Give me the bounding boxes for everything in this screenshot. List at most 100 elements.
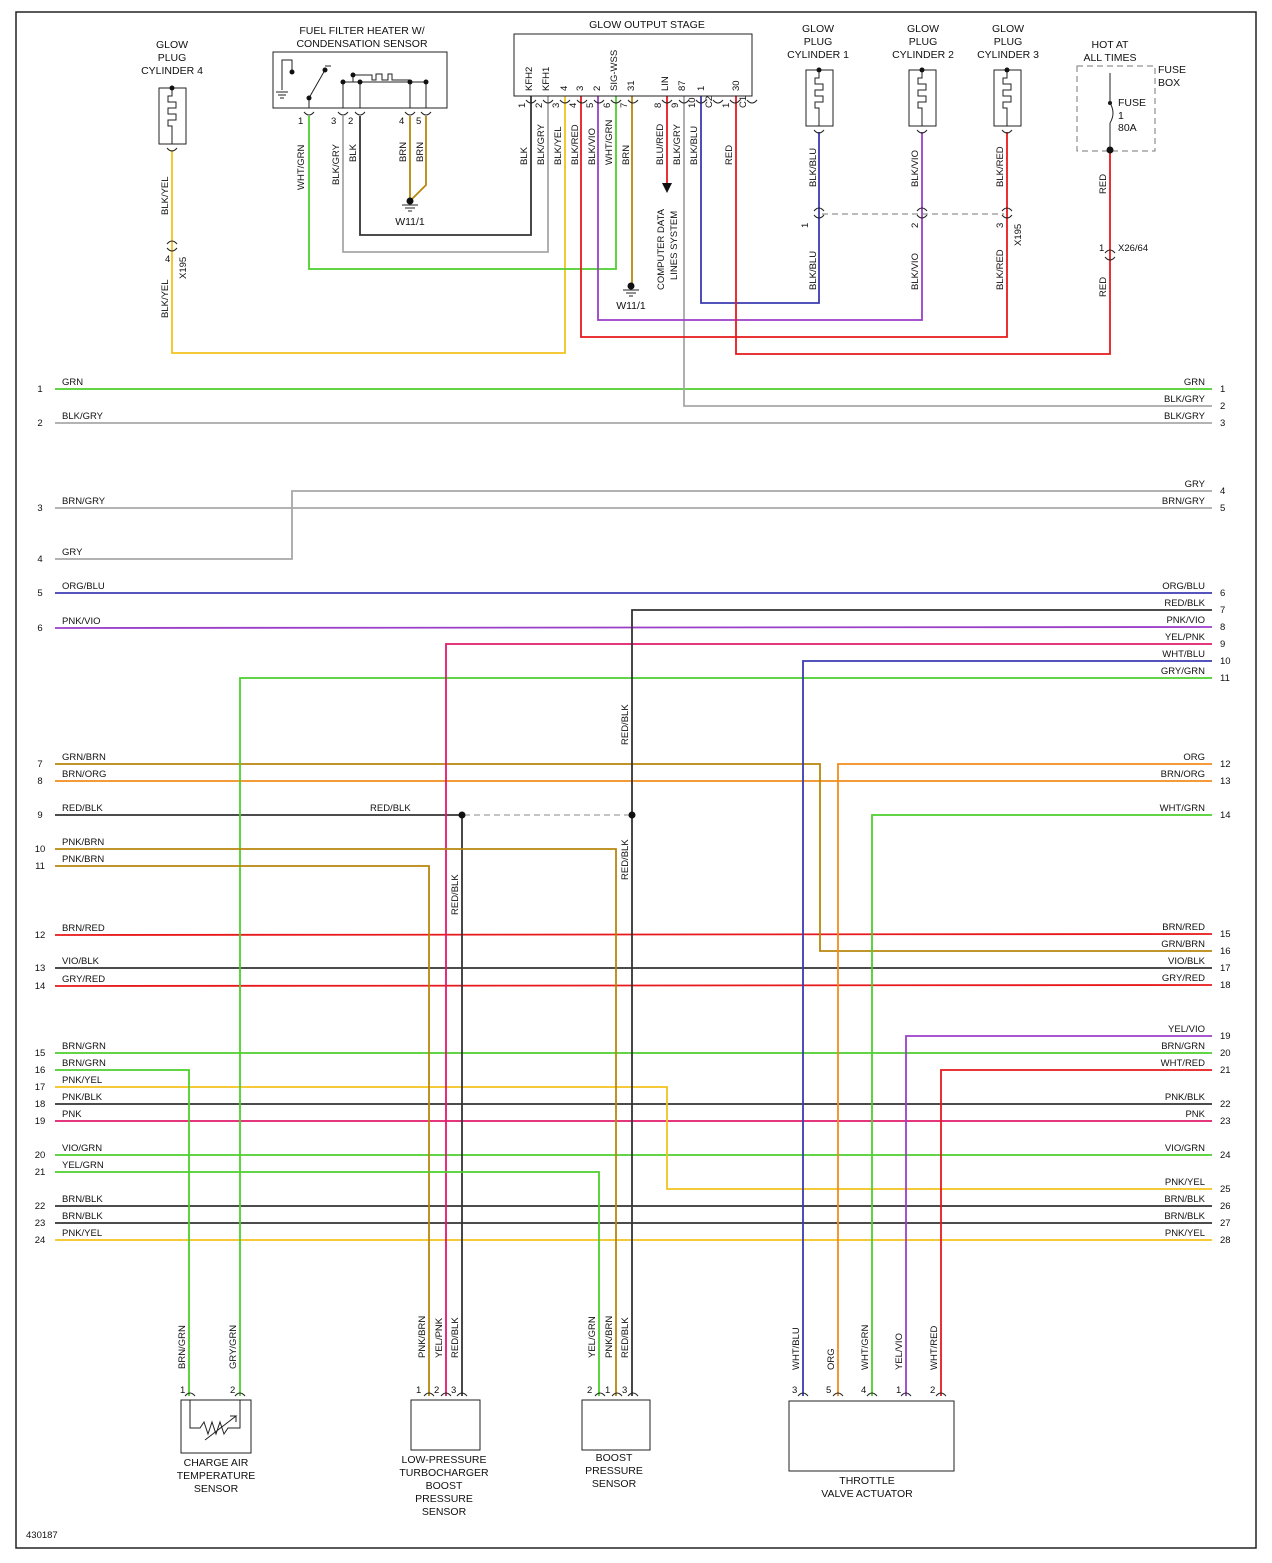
ffh-pin-3: 3 [331, 116, 336, 127]
wire-label: RED/BLK [620, 1317, 631, 1358]
computer-data-lines: COMPUTER DATA LINES SYSTEM [656, 183, 680, 290]
left-wire-number: 5 [37, 588, 42, 599]
sensor-box [581, 1399, 651, 1451]
gos-pin: 9 [670, 103, 681, 108]
gos-pin: 10 [687, 97, 698, 108]
bps-title-1: BOOST [596, 1452, 633, 1464]
left-wire-number: 22 [35, 1201, 46, 1212]
right-wire-label: WHT/GRN [1160, 803, 1206, 814]
wire-label: BLK/GRY [536, 123, 547, 165]
splice-dot [458, 811, 466, 819]
gos-pin: 6 [602, 103, 613, 108]
wire-label: BRN [415, 142, 426, 162]
left-wire-label: BRN/BLK [62, 1194, 103, 1205]
gos-pin: 1 [517, 103, 528, 108]
actuator-box [788, 1400, 955, 1472]
left-wire-number: 11 [35, 861, 45, 872]
glow-cyl3-pin: 3 [995, 223, 1006, 228]
wire-cyl2-blk-vio [597, 96, 923, 321]
left-wire-label: PNK/BLK [62, 1092, 103, 1103]
right-wire-label: BRN/RED [1162, 922, 1205, 933]
tva-title-2: VALVE ACTUATOR [821, 1488, 913, 1500]
ffh-connectors-icon [303, 111, 432, 116]
wire-label: BLK/RED [995, 146, 1006, 187]
left-wire-label: BRN/ORG [62, 769, 106, 780]
wire-label: WHT/RED [929, 1326, 940, 1370]
ground-w11-a-label: W11/1 [395, 216, 425, 228]
ground-w11-a: W11/1 [395, 197, 425, 228]
wire-cyl1-blk-blu [700, 96, 820, 304]
hot-at-label: HOT AT [1092, 39, 1130, 51]
computer-data-label-1: COMPUTER DATA [656, 208, 667, 290]
right-wire-number: 3 [1220, 418, 1225, 429]
wire-label: RED/BLK [450, 1317, 461, 1358]
harness-wire-grn-brn [55, 763, 1212, 952]
wire-label: BLK/VIO [910, 253, 921, 290]
left-wire-label: PNK/BRN [62, 854, 104, 865]
gos-box [513, 33, 753, 97]
harness-wire-pnk-yel [55, 1086, 1212, 1190]
wire-lpt-pnk-brn [55, 865, 430, 1396]
right-wire-number: 6 [1220, 588, 1225, 599]
lpt-title-3: BOOST [426, 1480, 463, 1492]
right-wire-label: PNK/YEL [1165, 1228, 1205, 1239]
right-wire-label: PNK/VIO [1166, 615, 1205, 626]
glow-cyl1-title-3: CYLINDER 1 [787, 49, 849, 61]
low-pressure-turbo-boost-sensor: 1 2 3 LOW-PRESSURE TURBOCHARGER BOOST PR… [399, 1385, 489, 1518]
bps-title-3: SENSOR [592, 1478, 637, 1490]
cats-title-1: CHARGE AIR [184, 1457, 249, 1469]
wire-label: BLK/VIO [910, 150, 921, 187]
bps-pin-3: 3 [622, 1385, 627, 1396]
wire-label: BLK/GRY [672, 123, 683, 165]
left-wire-number: 14 [35, 981, 46, 992]
right-wire-number: 16 [1220, 946, 1231, 957]
wire-label: RED/BLK [620, 839, 631, 880]
lpt-pin-3: 3 [451, 1385, 456, 1396]
gos-connector-icon [712, 99, 724, 104]
wire-ffh-wht-grn [308, 96, 617, 270]
wire-cyl3-blk-red [580, 96, 1008, 338]
glow-cyl2-title-1: GLOW [907, 23, 939, 35]
right-wire-number: 28 [1220, 1235, 1231, 1246]
wire-cyl4-blk-yel [171, 96, 566, 354]
right-wire-number: 7 [1220, 605, 1225, 616]
wire-tva-org [837, 763, 1212, 1396]
right-wire-label: WHT/BLU [1162, 649, 1205, 660]
left-wire-label: BRN/GRN [62, 1058, 106, 1069]
wire-gos-blk-gry [683, 96, 1212, 407]
left-wire-label: GRY [62, 547, 83, 558]
glow-cyl1-title-1: GLOW [802, 23, 834, 35]
wire-label: RED/BLK [450, 874, 461, 915]
right-wire-number: 17 [1220, 963, 1231, 974]
gos-connector-icon [610, 99, 622, 104]
ground-icon [623, 289, 639, 297]
wire-tva-wht-red [940, 1069, 1212, 1396]
left-wire-number: 9 [37, 810, 42, 821]
wire-cats-brn-grn [55, 1069, 190, 1396]
inline-connector-icon [166, 240, 178, 252]
wire-label: YEL/PNK [434, 1317, 445, 1358]
bps-title-2: PRESSURE [585, 1465, 643, 1477]
left-wire-number: 21 [35, 1167, 46, 1178]
left-wire-label: BRN/GRY [62, 496, 106, 507]
fuse-box: HOT AT ALL TIMES FUSE BOX FUSE 1 80A 1 X… [1076, 39, 1186, 261]
gos-term-30: 30 [731, 80, 742, 91]
ffh-heater-element-icon [342, 73, 427, 108]
wire-layer [54, 96, 1213, 1396]
gos-term-3: 3 [575, 86, 586, 91]
wire-tva-wht-grn [871, 814, 1212, 1396]
glow-plug-cylinder-4: GLOW PLUG CYLINDER 4 4 X195 [141, 39, 203, 279]
left-wire-label: GRN/BRN [62, 752, 106, 763]
gos-connector-icon [593, 99, 605, 104]
glow-cyl1-title-2: PLUG [804, 36, 833, 48]
gos-pin: 8 [653, 103, 664, 108]
right-wire-number: 23 [1220, 1116, 1231, 1127]
left-wire-number: 13 [35, 963, 46, 974]
harness-wire [54, 933, 1213, 936]
right-wire-number: 18 [1220, 980, 1231, 991]
wire-label: GRY/GRN [228, 1325, 239, 1369]
wire-label: PNK/BRN [417, 1316, 428, 1358]
gos-pin: C2 [704, 96, 715, 108]
charge-air-temperature-sensor: 1 2 CHARGE AIR TEMPERATURE SENSOR [177, 1385, 256, 1495]
